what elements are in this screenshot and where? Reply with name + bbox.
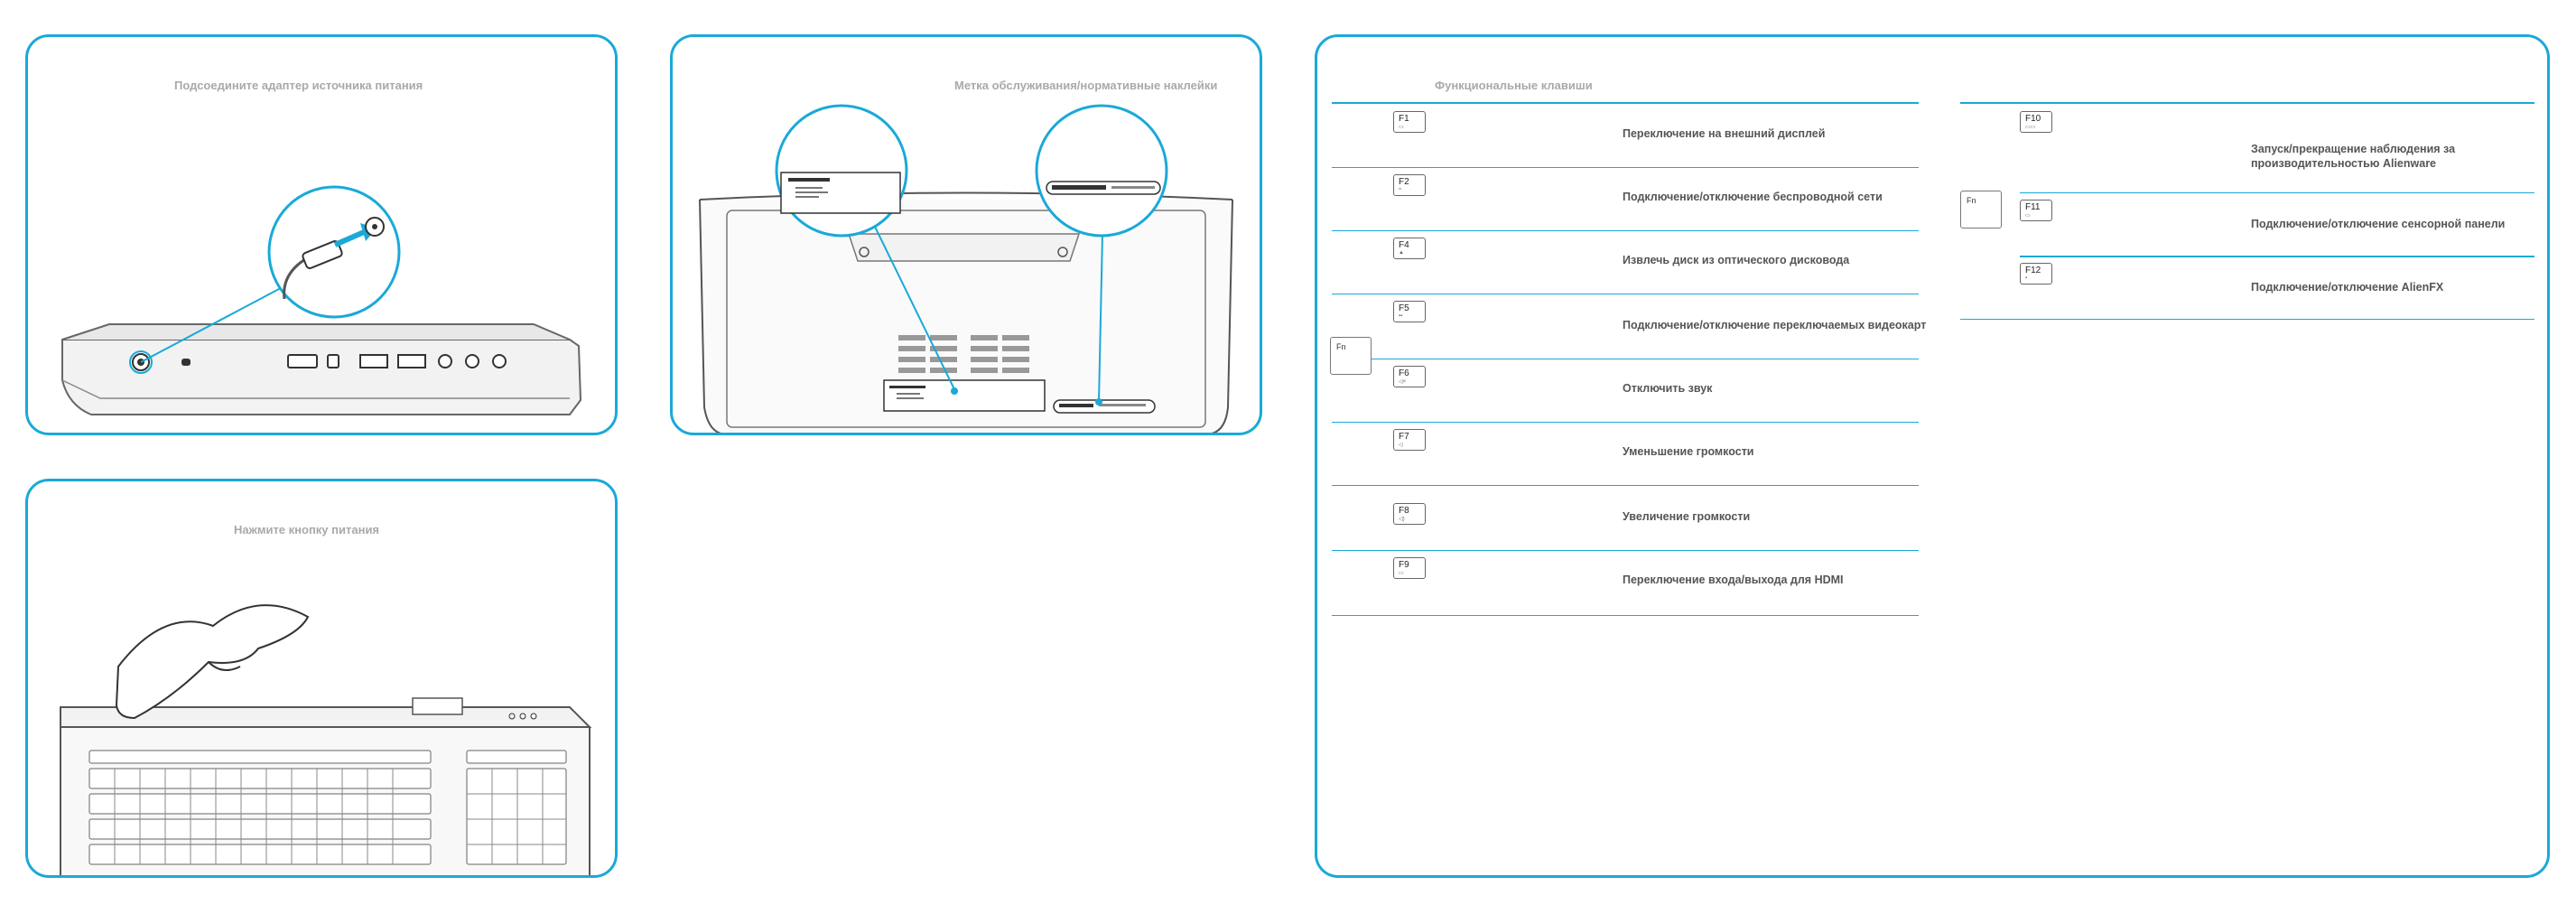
f4-description: Извлечь диск из оптического дисковода xyxy=(1623,254,1850,266)
f9-key: F9▭ xyxy=(1393,557,1426,579)
f10-key: F10▭▭ xyxy=(2020,111,2052,133)
row-divider xyxy=(1332,485,1919,486)
f5-description: Подключение/отключение переключаемых вид… xyxy=(1623,319,1927,331)
power-panel: Нажмите кнопку питания xyxy=(25,479,618,878)
f8-key: F8◁) xyxy=(1393,503,1426,525)
row-divider xyxy=(1332,230,1919,231)
f7-key: F7◁ xyxy=(1393,429,1426,451)
right-column-top-rule xyxy=(1960,102,2534,104)
f7-description: Уменьшение громкости xyxy=(1623,445,1754,458)
f10-description: Запуск/прекращение наблюдения за произво… xyxy=(2251,143,2456,170)
f1-description: Переключение на внешний дисплей xyxy=(1623,127,1826,140)
f6-description: Отключить звук xyxy=(1623,382,1713,395)
function-keys-panel: Функциональные клавиши Fn F1▭ Переключен… xyxy=(1315,34,2550,878)
f12-key: F12▪ xyxy=(2020,263,2052,284)
row-divider xyxy=(2020,192,2534,193)
fn-key-left: Fn xyxy=(1330,337,1372,375)
f2-description: Подключение/отключение беспроводной сети xyxy=(1623,191,1883,203)
labels-panel: Метка обслуживания/нормативные наклейки xyxy=(670,34,1262,435)
f1-key: F1▭ xyxy=(1393,111,1426,133)
adapter-panel: Подсоедините адаптер источника питания xyxy=(25,34,618,435)
fn-key-right: Fn xyxy=(1960,191,2002,228)
f4-key: F4▲ xyxy=(1393,238,1426,259)
row-divider xyxy=(1332,167,1919,168)
laptop-keyboard-illustration xyxy=(60,604,592,875)
f11-key: F11▭ xyxy=(2020,200,2052,221)
power-panel-title: Нажмите кнопку питания xyxy=(234,523,380,536)
f9-description: Переключение входа/выхода для HDMI xyxy=(1623,574,1844,586)
adapter-panel-title: Подсоедините адаптер источника питания xyxy=(174,79,423,92)
left-column-top-rule xyxy=(1332,102,1919,104)
row-divider xyxy=(2020,256,2534,257)
row-divider xyxy=(1332,550,1919,551)
f5-key: F5▪▪ xyxy=(1393,301,1426,322)
f6-key: F6◁× xyxy=(1393,366,1426,387)
laptop-side-illustration xyxy=(61,185,582,415)
function-keys-title: Функциональные клавиши xyxy=(1435,79,1593,92)
f11-description: Подключение/отключение сенсорной панели xyxy=(2251,218,2506,230)
f2-key: F2≈ xyxy=(1393,174,1426,196)
laptop-bottom-illustration xyxy=(699,104,1233,433)
f12-description: Подключение/отключение AlienFX xyxy=(2251,281,2444,294)
row-divider xyxy=(1332,422,1919,423)
row-divider xyxy=(1960,319,2534,320)
labels-panel-title: Метка обслуживания/нормативные наклейки xyxy=(954,79,1218,92)
row-divider xyxy=(1332,615,1919,616)
f8-description: Увеличение громкости xyxy=(1623,510,1751,523)
